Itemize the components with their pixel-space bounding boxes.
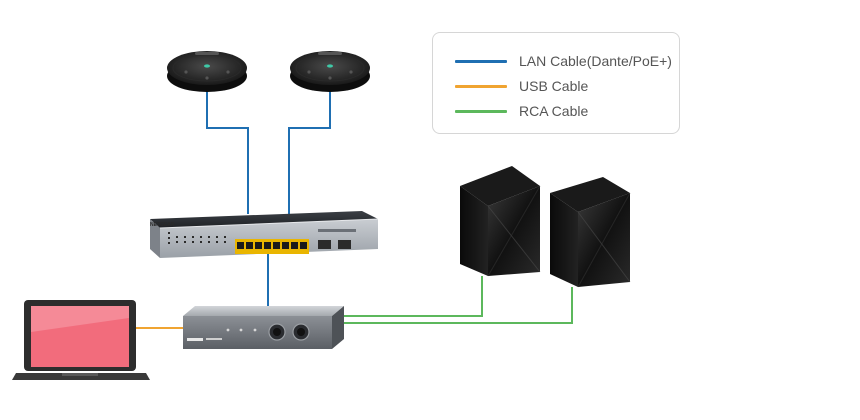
legend-swatch-usb	[455, 84, 507, 88]
legend-item-lan: LAN Cable(Dante/PoE+)	[455, 51, 672, 71]
cables	[133, 90, 573, 329]
speaker-left	[460, 166, 541, 277]
switch-brand-label: NETGEAR	[150, 222, 175, 228]
switch-poe-ports	[235, 239, 309, 254]
rca-cable-speaker-left	[344, 276, 483, 317]
lan-cable-mic-right	[288, 90, 331, 214]
speakerphone-right	[290, 51, 370, 92]
rca-cable-speaker-right	[344, 287, 573, 324]
speakerphone-left	[167, 51, 247, 92]
speaker-right	[550, 177, 631, 288]
legend-label-usb: USB Cable	[519, 78, 589, 94]
legend-label-rca: RCA Cable	[519, 103, 589, 119]
laptop	[12, 300, 150, 380]
legend-item-rca: RCA Cable	[455, 101, 588, 121]
audio-interface	[183, 306, 344, 349]
legend-box: LAN Cable(Dante/PoE+) USB Cable RCA Cabl…	[432, 32, 680, 134]
legend-item-usb: USB Cable	[455, 76, 588, 96]
network-switch: NETGEAR	[150, 211, 379, 258]
lan-cable-mic-left	[206, 90, 249, 214]
legend-swatch-rca	[455, 109, 507, 113]
legend-label-lan: LAN Cable(Dante/PoE+)	[519, 53, 672, 69]
legend-swatch-lan	[455, 59, 507, 63]
